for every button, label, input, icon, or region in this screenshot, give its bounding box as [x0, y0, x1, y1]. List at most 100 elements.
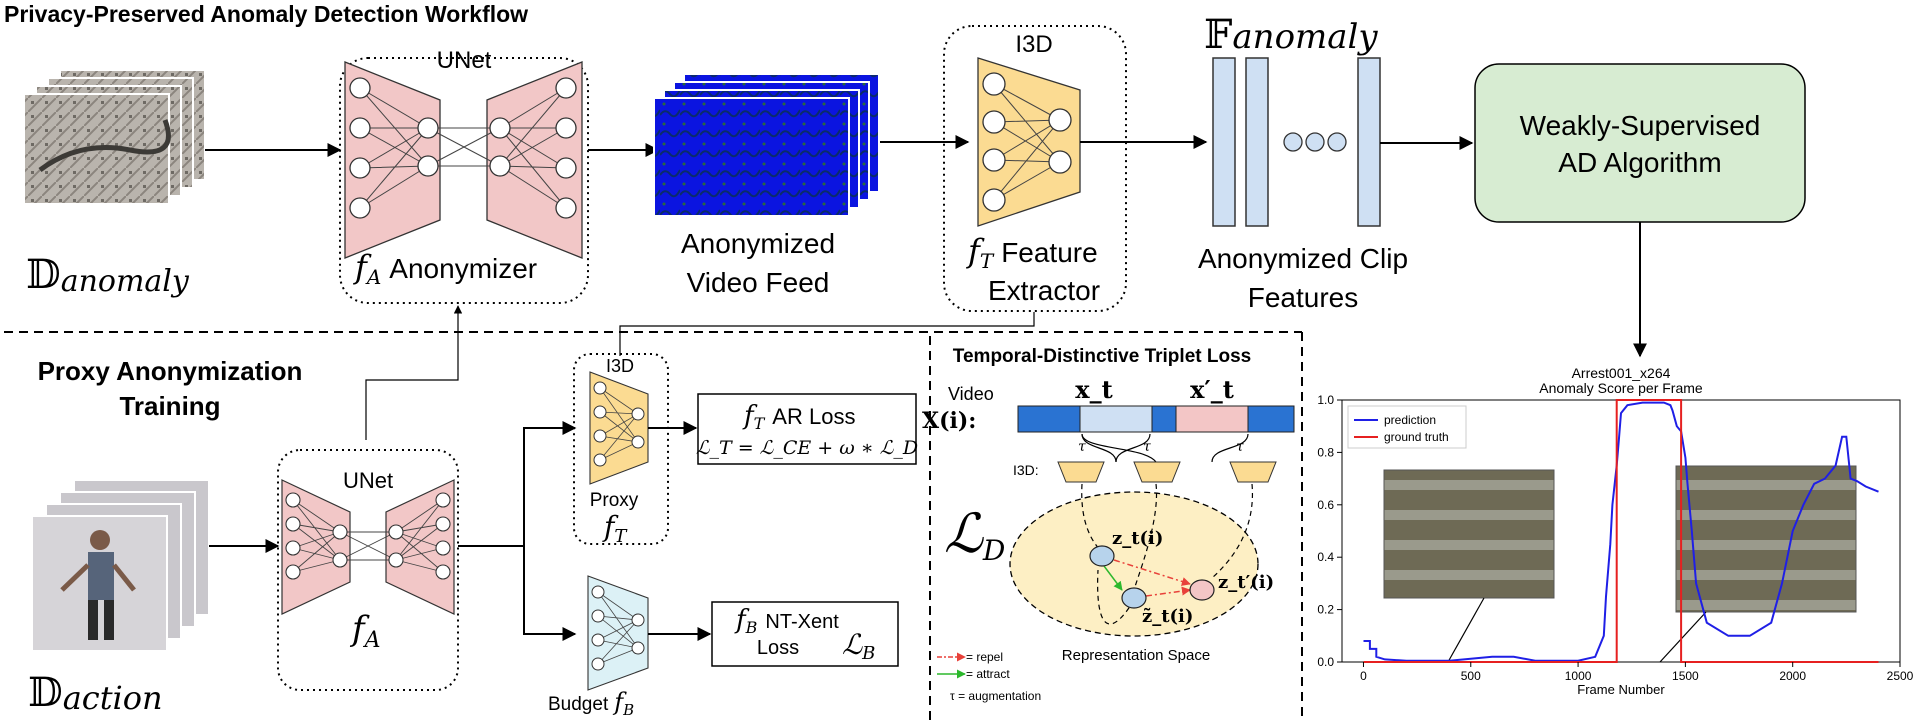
svg-text:𝔽anomaly: 𝔽anomaly	[1204, 12, 1378, 58]
proxy-i3d-network	[589, 371, 649, 485]
proxy-ft-label: fT	[602, 510, 628, 547]
augmentation-lines	[1081, 433, 1249, 463]
inset-frame-right	[1675, 465, 1857, 613]
proxy-unet-label: UNet	[343, 468, 393, 493]
anchor-point	[1089, 545, 1115, 567]
svg-text:τ = augmentation: τ = augmentation	[950, 689, 1041, 703]
repel-arrow-2	[1145, 586, 1191, 597]
z-tilde-label: z̃_t(i)	[1142, 606, 1193, 627]
y-tick-label: 0.0	[1317, 655, 1334, 669]
svg-text:Extractor: Extractor	[988, 275, 1100, 306]
x-tick-label: 1500	[1672, 669, 1699, 683]
i3d-label: I3D	[1015, 31, 1052, 58]
proxy-title-1: Proxy Anonymization	[38, 356, 303, 386]
ld-label: ℒD	[944, 502, 1005, 567]
y-tick-label: 0.6	[1317, 498, 1334, 512]
x-tick-label: 1000	[1565, 669, 1592, 683]
x-label: X(i):	[922, 408, 976, 434]
svg-text:= repel: = repel	[966, 650, 1003, 664]
video-clip-bar	[1017, 405, 1295, 433]
y-tick-label: 0.4	[1317, 550, 1334, 564]
anonymizer-box	[339, 57, 589, 304]
i3d-network	[977, 57, 1081, 227]
y-tick-label: 0.2	[1317, 603, 1334, 617]
triplet-i3d-label: I3D:	[1013, 462, 1039, 478]
inset-pointer-right	[1659, 611, 1707, 663]
triplet-title: Temporal-Distinctive Triplet Loss	[953, 346, 1251, 367]
unet-network	[344, 61, 583, 259]
chart-subtitle: Anomaly Score per Frame	[1539, 380, 1703, 396]
inset-pointer-left	[1447, 597, 1485, 663]
xt-label: x_t	[1075, 375, 1112, 404]
positive-point	[1121, 587, 1147, 609]
dataset-anomaly-label: 𝔻anomaly	[26, 252, 190, 299]
ad-algorithm-box	[1474, 63, 1806, 223]
legend-label: ground truth	[1384, 430, 1449, 444]
svg-text:𝔻anomaly: 𝔻anomaly	[26, 252, 190, 299]
series-line-prediction	[1363, 401, 1879, 662]
proxy-anonymizer-box	[277, 449, 459, 691]
ar-loss-box	[697, 393, 917, 465]
anomaly-video-frames	[23, 69, 206, 205]
x-tick-label: 0	[1360, 669, 1367, 683]
chart-title: Arrest001_x264	[1572, 365, 1671, 381]
representation-space	[1009, 491, 1259, 637]
chart-legend-box	[1347, 405, 1467, 449]
svg-text:= attract: = attract	[966, 667, 1010, 681]
feature-extractor-box	[943, 25, 1127, 312]
tau-3: τ	[1236, 439, 1244, 455]
anon-video-label-1: Anonymized	[681, 228, 835, 259]
space-label: Representation Space	[1062, 647, 1210, 664]
attract-arrow	[1103, 565, 1123, 591]
legend-label: prediction	[1384, 413, 1436, 427]
proxy-i3d-label: I3D	[606, 356, 634, 376]
y-tick-label: 0.8	[1317, 445, 1334, 459]
ntxent-loss-box	[711, 601, 899, 667]
triplet-i3d-encoders	[1057, 461, 1277, 483]
proxy-fa-label: fA	[349, 609, 380, 653]
x-tick-label: 500	[1461, 669, 1481, 683]
ad-label-2: AD Algorithm	[1558, 147, 1721, 178]
ar-loss-equation: ℒ_T = ℒ_CE + ω ∗ ℒ_D	[696, 437, 918, 459]
dataset-action-label: 𝔻action	[28, 670, 163, 717]
svg-text:fT: fT	[602, 510, 628, 547]
triplet-legend: = repel = attract τ = augmentation	[937, 650, 1041, 703]
encoder-to-point-lines	[1081, 483, 1254, 625]
unet-label: UNet	[437, 47, 492, 74]
proxy-label: Proxy	[590, 490, 639, 511]
repel-arrow-1	[1113, 559, 1191, 586]
series-line-ground-truth	[1363, 399, 1879, 663]
action-video-frames	[31, 479, 210, 652]
proxy-title-2: Training	[119, 391, 220, 421]
proxy-unet-network	[281, 479, 455, 615]
svg-text:fA: fA	[349, 609, 380, 653]
proxy-i3d-box	[573, 353, 669, 545]
xt-prime-label: x′_t	[1190, 375, 1234, 404]
video-label: Video	[948, 384, 994, 404]
inset-frame-left	[1383, 469, 1555, 599]
clip-features-label-2: Features	[1248, 282, 1359, 313]
anon-video-label-2: Video Feed	[687, 267, 830, 298]
x-tick-label: 2000	[1779, 669, 1806, 683]
tau-1: τ	[1078, 439, 1086, 455]
y-tick-label: 1.0	[1317, 393, 1334, 407]
budget-network	[587, 575, 649, 691]
anonymized-video-frames	[653, 73, 880, 217]
ad-label-1: Weakly-Supervised	[1520, 110, 1761, 141]
svg-text:ℒD: ℒD	[944, 502, 1005, 567]
z-t-label: z_t(i)	[1112, 528, 1163, 549]
svg-text:Loss: Loss	[757, 637, 799, 659]
negative-point	[1189, 579, 1215, 601]
features-symbol: 𝔽anomaly	[1204, 12, 1378, 58]
svg-text:ℒB: ℒB	[842, 628, 875, 664]
